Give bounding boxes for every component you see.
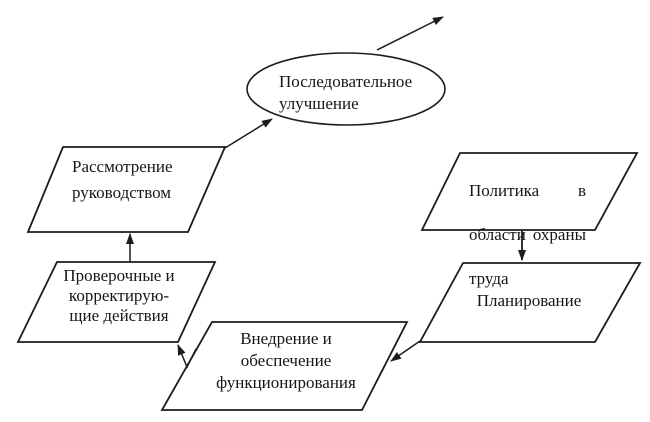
node-checking-corrective-label: Проверочные и корректирую- щие действия [63,266,175,325]
policy-label-line2-right: охраны [532,225,586,244]
node-checking-corrective-shape [16,261,217,343]
arrow-implementation-to-checking [177,344,197,369]
arrow-improvement-exit [376,16,444,51]
node-improvement-shape [246,52,446,126]
node-management-review-shape [26,146,227,233]
node-implementation-shape [160,321,409,411]
policy-label-line3: труда [469,269,509,288]
arrow-management-to-improvement [224,118,273,149]
node-planning-shape [418,262,642,343]
node-implementation-label: Внедрение и обеспечение функционирования [216,329,356,392]
policy-label-line2-left: области [469,225,526,244]
node-improvement-label: Последовательное улучшение [279,72,413,113]
node-policy-label: Политика в области охраны труда [469,159,586,311]
node-policy-shape [420,152,639,231]
arrow-planning-to-implementation [390,340,421,362]
node-planning-label: Планирование [476,291,582,310]
policy-label-line1-left: Политика [469,181,540,200]
policy-label-line1: Политика в [469,179,586,203]
node-management-review-label: Рассмотрение руководством [72,157,173,202]
policy-label-line1-right: в [577,181,586,200]
policy-label-line2: области охраны [469,223,586,247]
